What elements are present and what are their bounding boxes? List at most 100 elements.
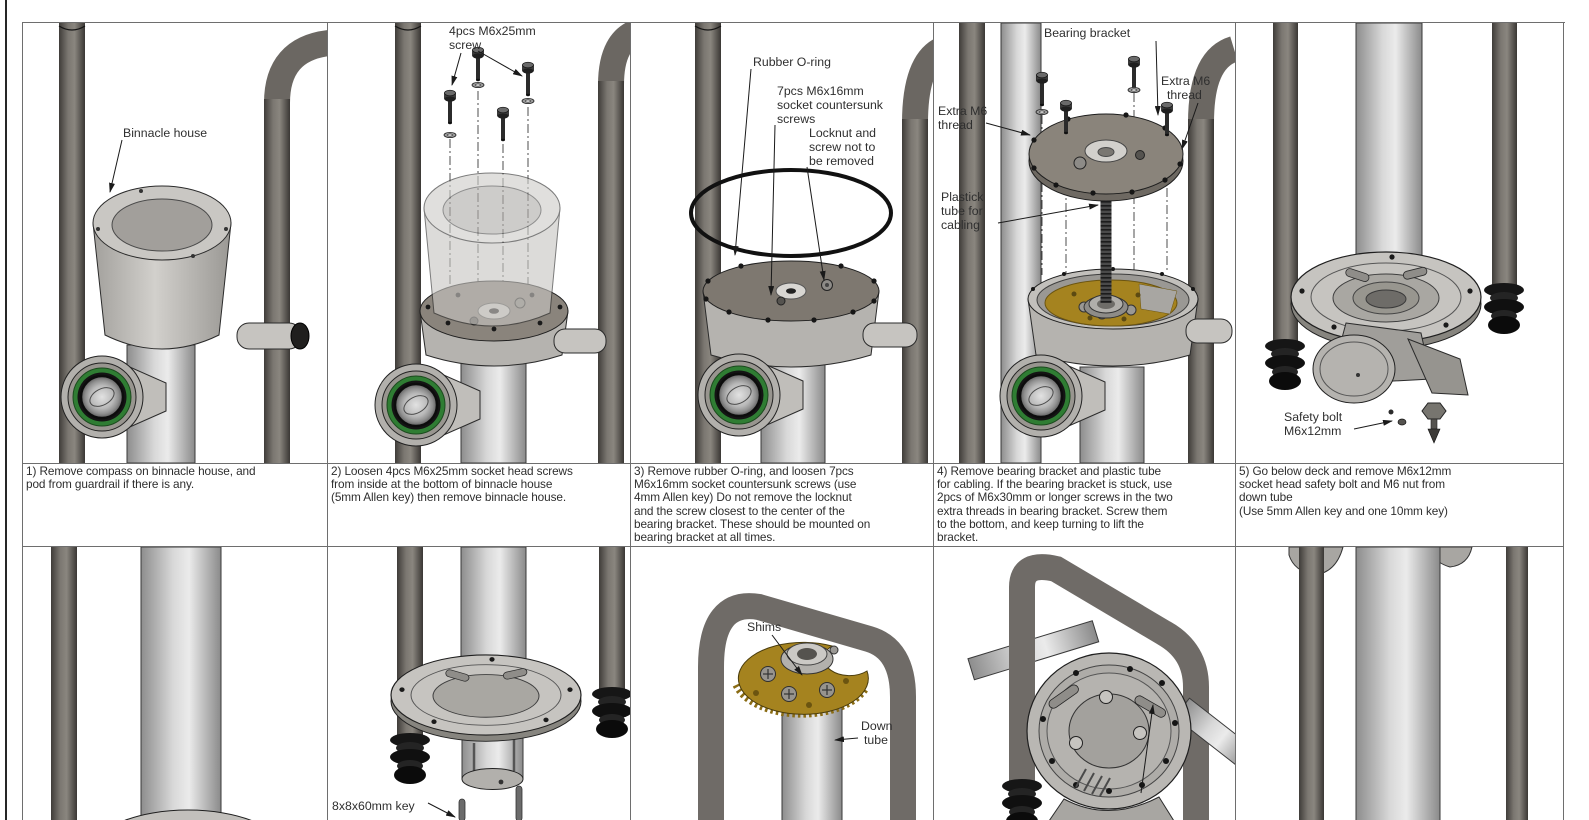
threaded-rod-plastic-tube xyxy=(1100,185,1112,303)
illustration-step3: Rubber O-ring 7pcs M6x16mm socket counte… xyxy=(689,23,933,463)
caption-step2: 2) Loosen 4pcs M6x25mm socket head screw… xyxy=(328,464,631,547)
caption-step3: 3) Remove rubber O-ring, and loosen 7pcs… xyxy=(631,464,934,547)
leader-line xyxy=(806,166,826,281)
label-down-tube-2: tube xyxy=(864,733,888,747)
label-plastic-tube-3: cabling xyxy=(941,218,980,232)
panel-step10 xyxy=(1236,547,1564,820)
guardrail-arm xyxy=(1185,318,1233,344)
leader-line xyxy=(1181,102,1199,150)
deck-flange xyxy=(390,654,582,742)
illustration-step8: Shims Down tube xyxy=(698,593,916,820)
rubber-cap-right xyxy=(1484,283,1524,334)
caption-text-step1: 1) Remove compass on binnacle house, and… xyxy=(26,464,256,492)
annotation: Rubber O-ring 7pcs M6x16mm socket counte… xyxy=(732,55,884,296)
annotation: 4pcs M6x25mm screw xyxy=(449,24,536,86)
label-countersunk-2: socket countersunk xyxy=(777,98,884,112)
down-tube-upper xyxy=(1355,23,1423,262)
leader-line xyxy=(985,122,1031,136)
label-locknut-1: Locknut and xyxy=(809,126,876,140)
guardrail-right xyxy=(1506,547,1528,820)
binnacle-house xyxy=(92,185,232,350)
label-locknut-2: screw not to xyxy=(809,140,875,154)
guardrail-left xyxy=(51,547,77,820)
caption-text-step2: 2) Loosen 4pcs M6x25mm socket head screw… xyxy=(331,464,573,505)
guardrail-left xyxy=(959,23,985,463)
illustration-step7: 8x8x60mm key xyxy=(332,547,630,820)
clamp-assembly xyxy=(1312,322,1469,444)
binnacle-house-transparent xyxy=(423,172,561,327)
annotation: Binnacle house xyxy=(109,126,207,193)
label-extra-m6-left-2: thread xyxy=(938,118,973,132)
panel-step4: Bearing bracket Extra M6 thread Extra M6… xyxy=(934,23,1236,464)
panel-step6 xyxy=(23,547,328,820)
pointer-line xyxy=(1140,704,1155,794)
locknut xyxy=(1073,156,1087,170)
label-plastic-tube-2: tube for xyxy=(941,204,983,218)
leader-line xyxy=(427,802,456,818)
annotation: Shims Down tube xyxy=(747,620,893,747)
pedestal-tube xyxy=(140,547,222,820)
tube-end xyxy=(461,768,524,790)
leader-line xyxy=(834,736,859,743)
caption-step4: 4) Remove bearing bracket and plastic tu… xyxy=(934,464,1236,547)
guardrail xyxy=(394,23,630,463)
panel-step5: Safety bolt M6x12mm xyxy=(1236,23,1564,464)
deck-flange-top xyxy=(124,809,252,820)
caption-text-step4: 4) Remove bearing bracket and plastic tu… xyxy=(937,464,1173,545)
guardrail-arm xyxy=(553,328,607,354)
annotation: 8x8x60mm key xyxy=(332,799,456,818)
guardrail-loop xyxy=(1009,554,1209,820)
bracket-plate xyxy=(1407,338,1469,396)
rubber-o-ring xyxy=(689,168,893,258)
annotation: Bearing bracket Extra M6 thread Extra M6… xyxy=(938,26,1210,232)
center-screw xyxy=(776,296,786,306)
panel-step3: Rubber O-ring 7pcs M6x16mm socket counte… xyxy=(631,23,934,464)
label-key: 8x8x60mm key xyxy=(332,799,416,813)
leader-line xyxy=(1353,419,1393,430)
illustration-step9 xyxy=(967,554,1235,820)
label-extra-m6-left-1: Extra M6 xyxy=(938,104,987,118)
guardrail-left xyxy=(1299,547,1324,820)
pod-body-below xyxy=(1049,796,1174,820)
illustration-step5: Safety bolt M6x12mm xyxy=(1265,23,1524,444)
down-tube xyxy=(1355,547,1441,820)
leader-line xyxy=(771,634,803,676)
label-shims: Shims xyxy=(747,620,781,634)
leader-line xyxy=(451,52,462,86)
base-drum xyxy=(1027,267,1199,367)
illustration-step1: Binnacle house xyxy=(58,23,327,463)
panel-step7: 8x8x60mm key xyxy=(328,547,631,820)
sheet-left-rule xyxy=(5,0,7,820)
leader-line xyxy=(109,139,123,193)
rubber-cap-left xyxy=(1265,339,1305,390)
base-drum xyxy=(702,260,880,368)
rubber-cap-left xyxy=(390,733,430,784)
caption-step5: 5) Go below deck and remove M6x12mm sock… xyxy=(1236,464,1564,547)
panel-step8: Shims Down tube xyxy=(631,547,934,820)
guardrail-arm xyxy=(862,322,918,348)
safety-bolt xyxy=(1388,409,1394,415)
panel-step2: 4pcs M6x25mm screw xyxy=(328,23,631,464)
leader-line xyxy=(997,203,1099,224)
label-down-tube-1: Down xyxy=(861,719,893,733)
label-bearing-bracket: Bearing bracket xyxy=(1044,26,1131,40)
label-countersunk-3: screws xyxy=(777,112,815,126)
label-screws-line-1: 4pcs M6x25mm xyxy=(449,24,536,38)
leader-line xyxy=(477,50,523,77)
label-safety-bolt-2: M6x12mm xyxy=(1284,424,1341,438)
gear-plate-brass xyxy=(732,641,869,718)
knurl-hatch xyxy=(1075,768,1111,797)
shim-hub xyxy=(780,642,839,675)
bearing-bracket xyxy=(1028,112,1184,202)
binnacle-base-top-view xyxy=(1026,652,1192,810)
label-screws-line-2: screw xyxy=(449,38,481,52)
illustration-step4: Bearing bracket Extra M6 thread Extra M6… xyxy=(938,23,1235,463)
label-binnacle-house: Binnacle house xyxy=(123,126,207,140)
label-o-ring: Rubber O-ring xyxy=(753,55,831,69)
caption-text-step5: 5) Go below deck and remove M6x12mm sock… xyxy=(1239,464,1452,518)
leader-line xyxy=(1154,40,1161,116)
down-tube xyxy=(781,704,843,820)
guardrail-handle xyxy=(698,593,916,820)
rubber-cap-right xyxy=(592,687,630,738)
